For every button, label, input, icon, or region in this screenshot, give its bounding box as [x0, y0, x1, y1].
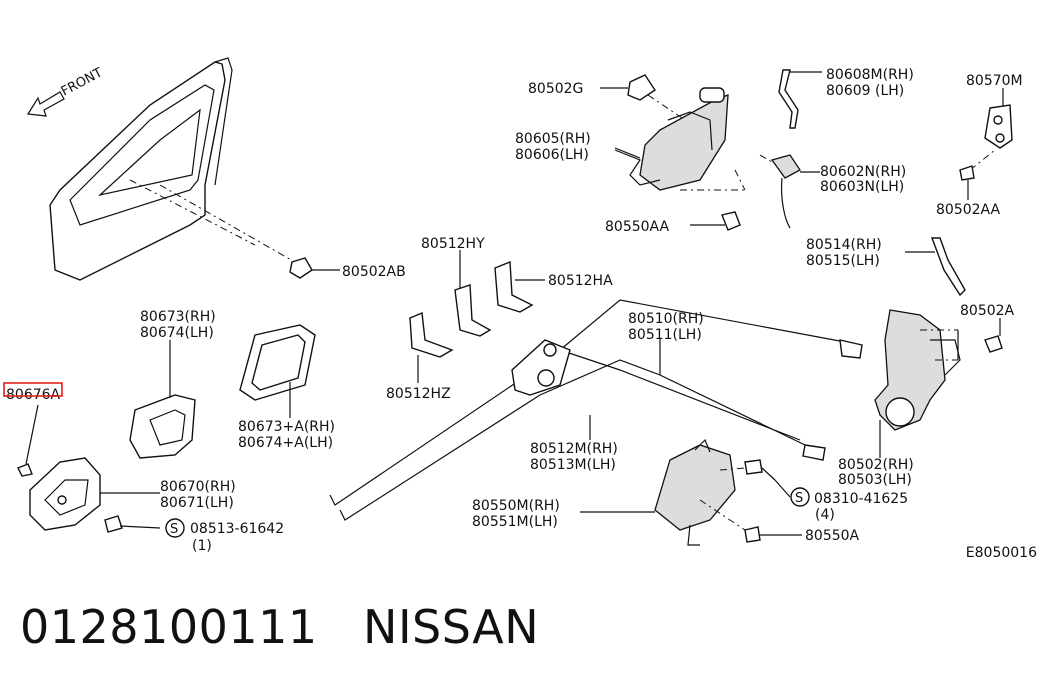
- door-panel: [49, 57, 301, 281]
- label-80510: 80510(RH): [628, 311, 704, 327]
- label-08310-qty: (4): [815, 507, 835, 523]
- label-80502aa: 80502AA: [936, 202, 1001, 218]
- label-80515: 80515(LH): [806, 253, 880, 269]
- label-80608m: 80608M(RH): [826, 67, 914, 83]
- cables-80510-80512m: [329, 299, 863, 521]
- bolt-80502a: [984, 318, 1003, 353]
- part-labels: 80502G 80608M(RH) 80609 (LH) 80570M 8060…: [6, 67, 1023, 554]
- figure-code: E8050016: [965, 545, 1037, 561]
- part-80550m: [580, 438, 746, 546]
- label-80673: 80673(RH): [140, 309, 216, 325]
- label-80514: 80514(RH): [806, 237, 882, 253]
- label-80503: 80503(LH): [838, 472, 912, 488]
- label-80570m: 80570M: [966, 73, 1023, 89]
- clip-80512ha: [494, 260, 545, 313]
- label-80606: 80606(LH): [515, 147, 589, 163]
- label-80603n: 80603N(LH): [820, 179, 904, 195]
- bolt-80502ab: [289, 257, 340, 279]
- outside-handle-assembly: [614, 87, 746, 191]
- bezel-80673a: [239, 324, 316, 418]
- s-glyph-1: S: [795, 491, 803, 506]
- label-80512hy: 80512HY: [421, 236, 485, 252]
- label-80512m: 80512M(RH): [530, 441, 618, 457]
- bolt-80550aa: [690, 211, 741, 231]
- front-arrow: FRONT: [26, 65, 105, 117]
- label-80605: 80605(RH): [515, 131, 591, 147]
- label-80512ha: 80512HA: [548, 273, 613, 289]
- label-80502: 80502(RH): [838, 457, 914, 473]
- rod-80514: [930, 237, 966, 297]
- footer-brand: NISSAN: [363, 600, 540, 654]
- inside-handle-80670: S: [17, 404, 185, 538]
- part-80570m: [959, 88, 1013, 200]
- s-glyph-2: S: [170, 522, 178, 537]
- label-80670: 80670(RH): [160, 479, 236, 495]
- label-08513: 08513-61642: [190, 521, 284, 537]
- label-80674a: 80674+A(LH): [238, 435, 333, 451]
- label-80550aa: 80550AA: [605, 219, 670, 235]
- label-80609: 80609 (LH): [826, 83, 904, 99]
- label-80502ab: 80502AB: [342, 264, 406, 280]
- screw-08310: S: [744, 459, 810, 507]
- label-80551m: 80551M(LH): [472, 514, 558, 530]
- label-80502a: 80502A: [960, 303, 1015, 319]
- door-lock-actuator-80502: [874, 309, 961, 458]
- label-80676a: 80676A: [6, 387, 61, 403]
- label-80550m: 80550M(RH): [472, 498, 560, 514]
- label-80502g: 80502G: [528, 81, 583, 97]
- s-circle-1: [790, 487, 810, 507]
- label-80512hz: 80512HZ: [386, 386, 451, 402]
- label-80550a: 80550A: [805, 528, 860, 544]
- part-80608: [778, 69, 799, 129]
- s-circle-2: [165, 518, 185, 538]
- label-80602n: 80602N(RH): [820, 164, 906, 180]
- label-80671: 80671(LH): [160, 495, 234, 511]
- label-80511: 80511(LH): [628, 327, 702, 343]
- footer-caption: 0128100111 NISSAN: [20, 600, 539, 654]
- footer-part-number: 0128100111: [20, 600, 318, 654]
- clip-80512hy: [454, 250, 492, 337]
- label-80674: 80674(LH): [140, 325, 214, 341]
- label-80673a: 80673+A(RH): [238, 419, 335, 435]
- highlight-box: [3, 382, 63, 397]
- part-80602n: [759, 154, 820, 229]
- screw-80550a: [744, 526, 802, 543]
- escutcheon-80673: [129, 340, 196, 459]
- lock-lever: [511, 339, 571, 396]
- label-08513-qty: (1): [192, 538, 212, 554]
- front-label: FRONT: [59, 65, 105, 99]
- label-08310: 08310-41625: [814, 491, 908, 507]
- clip-80512hz: [409, 311, 454, 383]
- label-80513m: 80513M(LH): [530, 457, 616, 473]
